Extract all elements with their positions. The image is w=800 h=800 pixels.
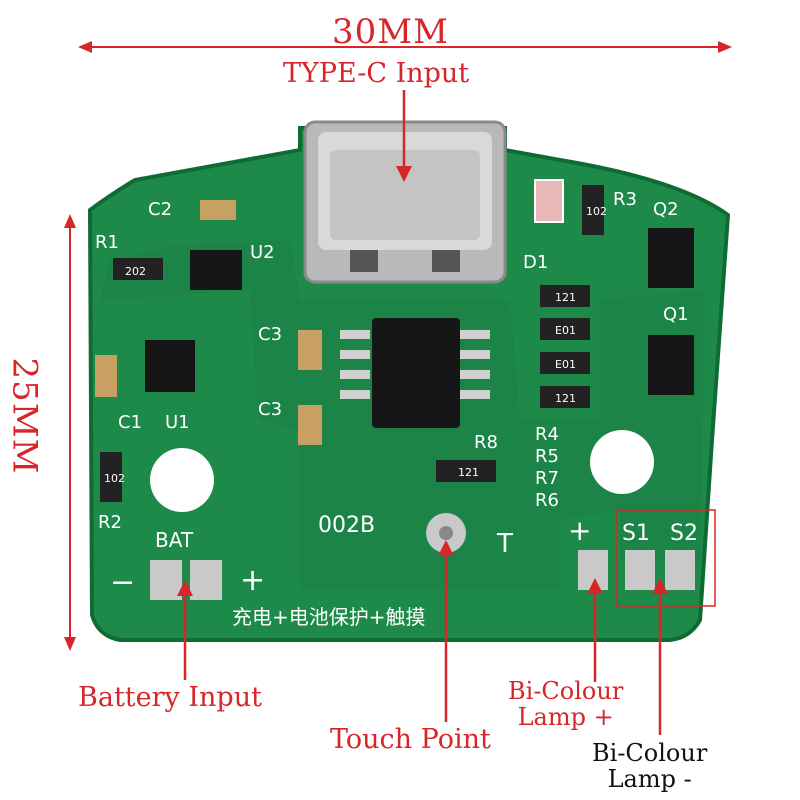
touch-arrow bbox=[438, 540, 454, 722]
s2-pad bbox=[665, 550, 695, 590]
lamp-minus-label-line1: Bi-Colour bbox=[592, 739, 708, 767]
width-dimension-label: 30MM bbox=[332, 12, 449, 52]
svg-text:102: 102 bbox=[586, 205, 607, 218]
r-e01-a bbox=[540, 318, 590, 340]
lamp-minus-label-line2: Lamp - bbox=[607, 765, 692, 793]
usb-c-connector bbox=[303, 120, 507, 284]
svg-text:C3: C3 bbox=[258, 399, 282, 420]
r1-resistor bbox=[113, 258, 163, 280]
svg-text:+: + bbox=[568, 514, 591, 547]
svg-text:C3: C3 bbox=[258, 324, 282, 345]
svg-text:D1: D1 bbox=[523, 252, 548, 273]
r8-resistor bbox=[436, 460, 496, 482]
led-d1 bbox=[534, 179, 564, 223]
svg-text:Q1: Q1 bbox=[663, 304, 689, 325]
svg-text:T: T bbox=[496, 529, 513, 559]
c1-cap bbox=[95, 355, 117, 397]
svg-text:S1: S1 bbox=[622, 521, 650, 546]
lamp-plus-label-line1: Bi-Colour bbox=[508, 677, 624, 705]
svg-text:U1: U1 bbox=[165, 412, 190, 433]
height-dimension-arrow bbox=[64, 214, 76, 651]
svg-text:R5: R5 bbox=[535, 446, 559, 467]
lamp-plus-label-line2: Lamp + bbox=[517, 703, 614, 731]
svg-text:202: 202 bbox=[125, 265, 146, 278]
r-e01-b bbox=[540, 352, 590, 374]
svg-text:充电+电池保护+触摸: 充电+电池保护+触摸 bbox=[232, 605, 426, 629]
height-dimension-label: 25MM bbox=[4, 357, 45, 475]
q1-chip bbox=[648, 335, 694, 395]
svg-text:U2: U2 bbox=[250, 242, 275, 263]
svg-text:121: 121 bbox=[458, 466, 479, 479]
u1-chip bbox=[145, 340, 195, 392]
s1-s2-highlight-box bbox=[616, 509, 716, 607]
svg-text:002B: 002B bbox=[318, 513, 375, 538]
svg-text:R2: R2 bbox=[98, 512, 122, 533]
s1-pad bbox=[625, 550, 655, 590]
c3b-cap bbox=[298, 405, 322, 445]
lamp-plus-label: Bi-Colour Lamp + bbox=[508, 678, 623, 730]
svg-text:C2: C2 bbox=[148, 199, 172, 220]
svg-text:E01: E01 bbox=[555, 358, 576, 371]
lamp-minus-arrow bbox=[652, 578, 668, 735]
mount-hole-left bbox=[150, 448, 214, 512]
svg-text:−: − bbox=[110, 565, 135, 600]
bat-minus-pad bbox=[150, 560, 182, 600]
svg-text:S2: S2 bbox=[670, 521, 698, 546]
svg-text:C1: C1 bbox=[118, 412, 142, 433]
q2-chip bbox=[648, 228, 694, 288]
width-dimension-arrow bbox=[78, 41, 732, 53]
svg-text:R1: R1 bbox=[95, 232, 119, 253]
lamp-minus-label: Bi-Colour Lamp - bbox=[592, 740, 707, 792]
svg-text:R8: R8 bbox=[474, 432, 498, 453]
r3-resistor bbox=[582, 185, 604, 235]
u2-chip bbox=[190, 250, 242, 290]
touch-point-label: Touch Point bbox=[330, 724, 491, 755]
battery-arrow bbox=[177, 580, 193, 680]
svg-text:+: + bbox=[240, 563, 265, 598]
svg-text:R3: R3 bbox=[613, 189, 637, 210]
r-121-b bbox=[540, 386, 590, 408]
svg-text:Q2: Q2 bbox=[653, 199, 679, 220]
type-c-label: TYPE-C Input bbox=[283, 58, 470, 89]
svg-text:121: 121 bbox=[555, 392, 576, 405]
r2-resistor bbox=[100, 452, 122, 502]
svg-text:R7: R7 bbox=[535, 468, 559, 489]
type-c-arrow bbox=[396, 90, 412, 182]
silkscreen: C2 U2 R1 202 C3 C3 C1 U1 R2 102 R3 102 Q… bbox=[95, 189, 698, 629]
bat-plus-pad bbox=[190, 560, 222, 600]
c2-cap bbox=[200, 200, 236, 220]
battery-input-label: Battery Input bbox=[78, 682, 262, 713]
lamp-plus-arrow bbox=[587, 578, 603, 682]
r-121-a bbox=[540, 285, 590, 307]
svg-text:R4: R4 bbox=[535, 424, 559, 445]
c3a-cap bbox=[298, 330, 322, 370]
svg-text:BAT: BAT bbox=[155, 528, 194, 552]
svg-text:R6: R6 bbox=[535, 490, 559, 511]
svg-text:121: 121 bbox=[555, 291, 576, 304]
mount-hole-right bbox=[590, 430, 654, 494]
svg-text:E01: E01 bbox=[555, 324, 576, 337]
main-ic bbox=[340, 318, 490, 428]
svg-text:102: 102 bbox=[104, 472, 125, 485]
